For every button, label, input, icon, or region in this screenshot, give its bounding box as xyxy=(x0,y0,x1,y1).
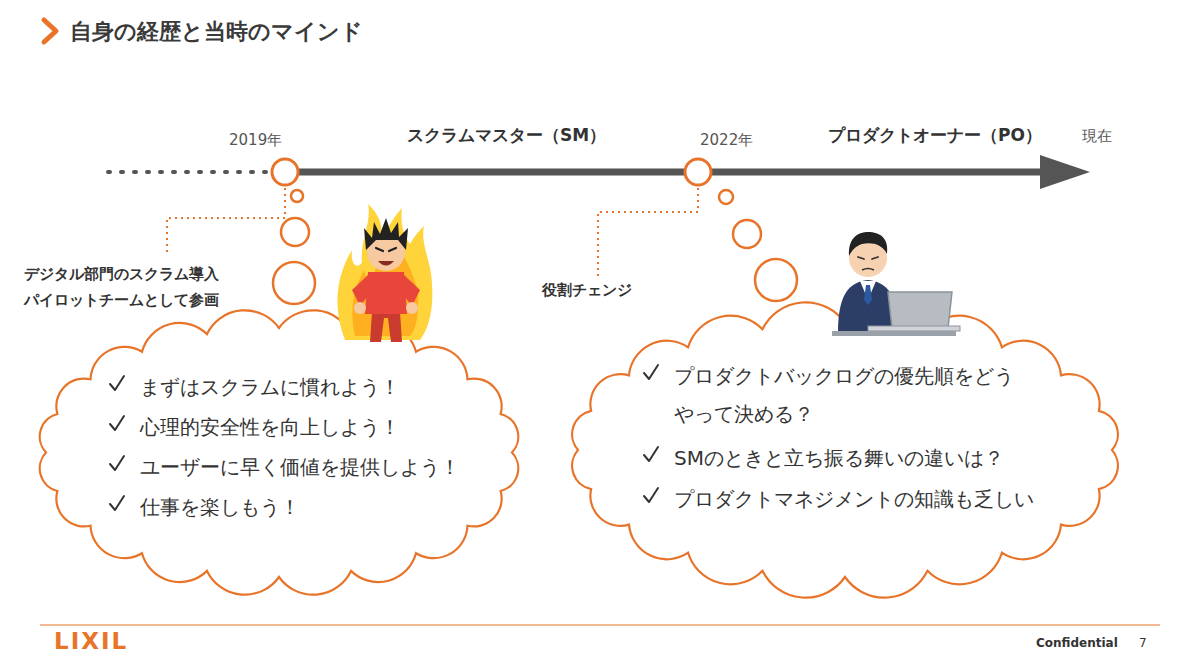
check-stroke xyxy=(110,496,124,510)
year-label: 2019年 xyxy=(229,131,282,150)
cloud-item-text: 仕事を楽しもう！ xyxy=(140,488,300,526)
check-mark xyxy=(642,445,660,463)
hair xyxy=(849,232,887,256)
now-label: 現在 xyxy=(1082,127,1112,146)
laptop-lid xyxy=(888,292,952,328)
head xyxy=(367,233,405,271)
timeline-past-dots xyxy=(108,170,266,174)
page-number: 7 xyxy=(1139,636,1147,650)
check-mark xyxy=(642,486,660,504)
check-stroke xyxy=(110,376,124,390)
check-mark xyxy=(108,414,126,432)
spiky-hair xyxy=(364,218,408,250)
cloud-item-text: プロダクトマネジメントの知識も乏しい xyxy=(674,480,1034,518)
shirt xyxy=(365,272,407,314)
checklist-row: まずはスクラムに慣れよう！ xyxy=(108,368,400,406)
check-stroke xyxy=(110,416,124,430)
fired-up-person xyxy=(337,204,432,342)
checklist-row: 心理的安全性を向上しよう！ xyxy=(108,408,400,446)
fist xyxy=(354,302,366,314)
cloud-path xyxy=(572,302,1118,597)
shirt-collar xyxy=(860,281,876,300)
left-arm xyxy=(352,275,368,306)
cloud-item-text: まずはスクラムに慣れよう！ xyxy=(140,368,400,406)
desk xyxy=(832,331,956,336)
leader-line xyxy=(598,188,698,276)
check-mark xyxy=(108,374,126,392)
timeline-bar xyxy=(298,169,1045,176)
checklist-row: ユーザーに早く価値を提供しよう！ xyxy=(108,448,460,486)
cloud-outline xyxy=(28,310,530,595)
eyebrows xyxy=(376,248,396,251)
cloud-item-text: プロダクトバックログの優先順をどう やって決める？ xyxy=(674,357,1020,433)
milestone-circle xyxy=(685,159,711,185)
footer-rule xyxy=(40,624,1160,625)
thought-bubbles xyxy=(273,190,797,304)
checklist-row: プロダクトバックログの優先順をどう やって決める？ xyxy=(642,357,1020,433)
check-mark xyxy=(108,454,126,472)
timeline-arrowhead xyxy=(1040,155,1090,189)
thought-cloud: プロダクトバックログの優先順をどう やって決める？ SMのときと立ち振る舞いの違い… xyxy=(560,305,1130,595)
cloud-path xyxy=(40,310,519,594)
checklist-row: 仕事を楽しもう！ xyxy=(108,488,300,526)
mouth xyxy=(862,269,874,271)
necktie xyxy=(864,285,872,305)
thought-cloud: まずはスクラムに慣れよう！心理的安全性を向上しよう！ユーザーに早く価値を提供しよ… xyxy=(28,310,530,595)
year-label: 2022年 xyxy=(700,131,753,150)
trousers xyxy=(370,312,402,342)
right-arm xyxy=(404,275,420,306)
flame-outer xyxy=(337,204,432,340)
eyes xyxy=(858,257,878,259)
check-stroke xyxy=(644,447,658,461)
check-stroke xyxy=(644,365,658,379)
cloud-item-text: ユーザーに早く価値を提供しよう！ xyxy=(140,448,460,486)
milestone-circle xyxy=(272,159,298,185)
check-stroke xyxy=(644,488,658,502)
company-logo: LIXIL xyxy=(54,628,128,654)
event-note: デジタル部門のスクラム導入 パイロットチームとして参画 xyxy=(24,261,239,314)
cloud-item-text: SMのときと立ち振る舞いの違いは？ xyxy=(674,439,1004,477)
check-mark xyxy=(108,494,126,512)
checklist-row: プロダクトマネジメントの知識も乏しい xyxy=(642,480,1034,518)
suit xyxy=(838,280,898,332)
role-label: スクラムマスター（SM） xyxy=(407,124,606,147)
check-mark xyxy=(642,363,660,381)
leader-line xyxy=(167,188,285,256)
role-label: プロダクトオーナー（PO） xyxy=(828,124,1042,147)
checklist-row: SMのときと立ち振る舞いの違いは？ xyxy=(642,439,1004,477)
head xyxy=(849,239,887,277)
laptop-base xyxy=(868,326,960,331)
mouth xyxy=(378,261,394,266)
worried-businessman xyxy=(832,232,960,336)
event-note: 役割チェンジ xyxy=(542,281,632,300)
flame-inner xyxy=(352,244,418,336)
slide-title: 自身の経歴と当時のマインド xyxy=(70,17,363,47)
footer-confidential: Confidential xyxy=(1036,636,1118,650)
cloud-item-text: 心理的安全性を向上しよう！ xyxy=(140,408,400,446)
title-chevron xyxy=(44,20,56,42)
check-stroke xyxy=(110,456,124,470)
fist xyxy=(406,302,418,314)
